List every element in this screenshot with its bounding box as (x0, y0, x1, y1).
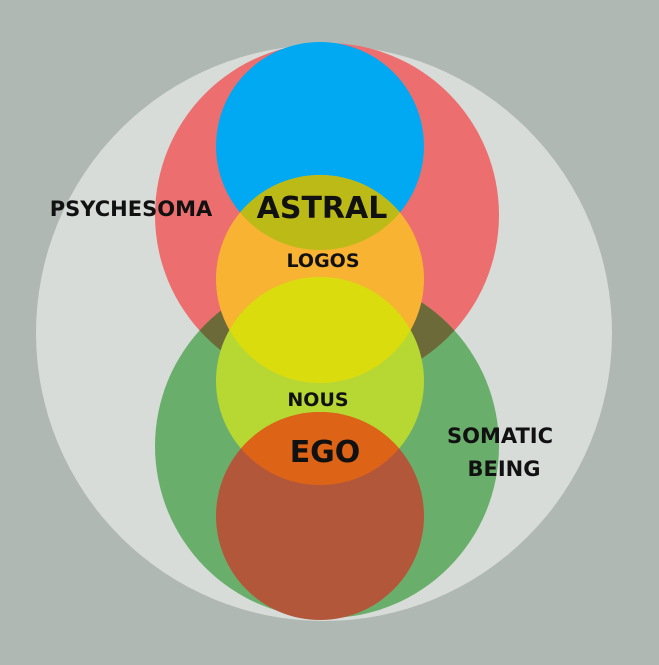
psychesoma-label: PSYCHESOMA (50, 197, 213, 221)
somatic-label-line2: BEING (468, 457, 541, 481)
somatic-label-line1: SOMATIC (447, 424, 553, 448)
logos-nous-overlap (216, 277, 424, 383)
nous-ego-overlap (216, 412, 424, 485)
nous-label: NOUS (287, 389, 348, 411)
astral-logos-overlap (216, 175, 424, 250)
logos-label: LOGOS (286, 250, 359, 272)
ego-label: EGO (290, 435, 361, 470)
astral-label: ASTRAL (257, 191, 388, 226)
